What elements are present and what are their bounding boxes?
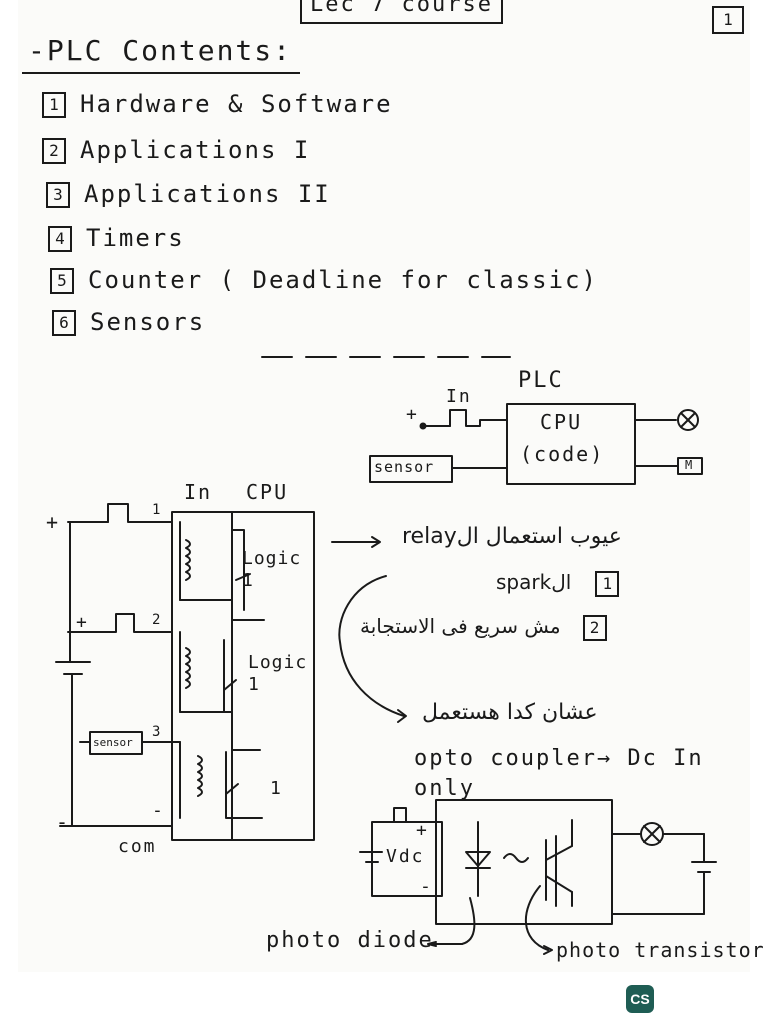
relay-minus-left: -: [56, 810, 71, 834]
section-title: -PLC Contents:: [28, 34, 293, 67]
relay-logic2-label: Logic 1: [248, 652, 308, 695]
opto-plus: +: [416, 820, 429, 841]
contents-item-5: 5 Counter ( Deadline for classic): [50, 266, 598, 294]
relay-plus-top: +: [46, 510, 61, 534]
brace-arrow: [338, 575, 405, 717]
item-number-box: 6: [52, 310, 76, 336]
plc-cpu-label: CPU: [540, 410, 583, 434]
contents-item-2: 2 Applications I: [42, 136, 310, 164]
input1-pulse-symbol: [107, 503, 173, 523]
relay-cpu-label: CPU: [246, 480, 289, 504]
plc-cpu-box: [506, 403, 636, 485]
relay-input1-label: 1: [152, 502, 163, 518]
page-number: 1: [712, 6, 744, 34]
relay-plus-2: +: [76, 612, 89, 633]
plc-title: PLC: [518, 368, 564, 393]
contents-item-3: 3 Applications II: [46, 180, 331, 208]
relay-logic1-label: Logic 1: [242, 548, 302, 591]
item-number-box: 2: [42, 138, 66, 164]
item-number-box: 5: [50, 268, 74, 294]
section-underline: [22, 72, 300, 74]
opto-coupler-diagram: [359, 799, 717, 955]
item-label: Timers: [86, 224, 185, 252]
note-spark-row: الspark 1: [496, 570, 620, 597]
lamp-output-icon: [677, 409, 699, 431]
notebook-page: [18, 0, 750, 972]
contents-item-4: 4 Timers: [48, 224, 185, 252]
sensor-box: [369, 455, 453, 483]
relay-sensor-label: sensor: [93, 736, 133, 749]
plc-in-label: In: [446, 386, 472, 407]
photo-diode-label: photo diode: [266, 928, 434, 953]
relay-com-label: com: [118, 836, 157, 857]
note-so-we-use: عشان كدا هستعمل: [422, 700, 598, 725]
relay-logic3-label: 1: [270, 778, 283, 799]
plc-plus: +: [406, 404, 419, 425]
note-slow-number: 2: [582, 614, 607, 641]
contents-item-6: 6 Sensors: [52, 308, 205, 336]
note-relay-drawbacks: عيوب استعمال الrelay: [402, 524, 622, 549]
opto-coupler-box: [435, 799, 613, 925]
opto-vdc-label: Vdc: [386, 846, 425, 867]
relay-contact-2: [223, 679, 237, 691]
relay-in-label: In: [184, 480, 213, 504]
relay-input3-label: 3: [152, 724, 163, 740]
note-opto-coupler: opto coupler→ Dc In only: [414, 746, 704, 801]
note-slow-response: مش سريع فى الاستجابة: [360, 614, 561, 638]
relay-coil-1: [185, 539, 191, 581]
item-number-box: 3: [46, 182, 70, 208]
header-title: Lec 7 course: [310, 0, 493, 17]
item-number-box: 1: [42, 92, 66, 118]
item-label: Hardware & Software: [80, 90, 393, 118]
input2-pulse-symbol: [109, 613, 173, 633]
relay-contact-3: [225, 783, 239, 795]
item-label: Applications I: [80, 136, 311, 164]
plc-sensor-label: sensor: [374, 458, 435, 476]
relay-coil-3: [197, 755, 203, 797]
page-number-value: 1: [723, 10, 733, 29]
contents-item-1: 1 Hardware & Software: [42, 90, 393, 118]
photo-transistor-label: photo transistor: [556, 938, 765, 962]
plc-block-diagram: [369, 403, 703, 485]
item-label: Counter ( Deadline for classic): [88, 266, 598, 294]
led-triangle: [465, 851, 491, 867]
note-spark: الspark: [496, 570, 572, 594]
plc-outline: [171, 511, 315, 841]
input-pulse-symbol: [449, 409, 507, 427]
item-label: Applications II: [84, 180, 331, 208]
relay-input-diagram: [55, 503, 315, 841]
plc-code-label: (code): [520, 442, 605, 466]
plc-motor-label: M: [685, 458, 693, 472]
light-wave: [503, 853, 529, 863]
motor-output-box: [677, 457, 703, 475]
item-number-box: 4: [48, 226, 72, 252]
relay-coil-2: [185, 647, 191, 689]
note-spark-number: 1: [595, 570, 620, 597]
relay-minus: -: [152, 800, 165, 821]
note-slow-row: مش سريع فى الاستجابة 2: [360, 614, 607, 641]
relay-contact-1: [235, 573, 251, 581]
opto-minus: -: [420, 876, 433, 897]
item-label: Sensors: [90, 308, 206, 336]
header-title-box: Lec 7 course: [300, 0, 503, 24]
relay-input2-label: 2: [152, 612, 163, 628]
camscanner-logo-icon: CS: [626, 985, 654, 1013]
